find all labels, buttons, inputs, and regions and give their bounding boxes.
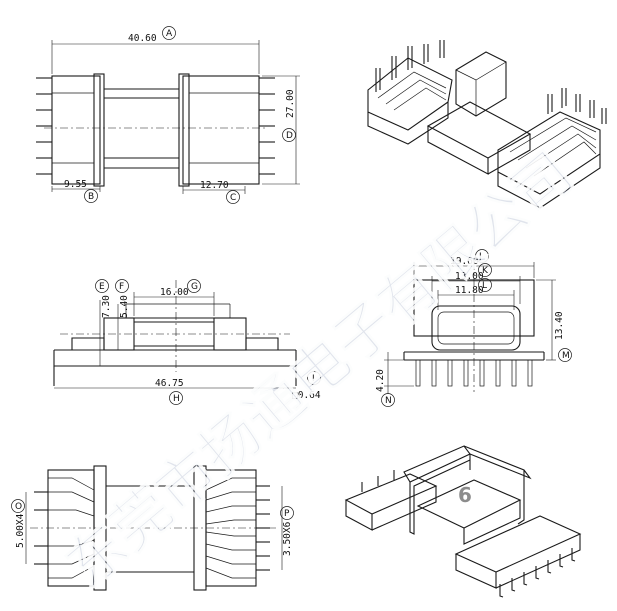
label-k: K — [482, 266, 489, 276]
dim-p-value: 3.50X6 — [282, 521, 293, 556]
dim-g-value: 16.00 — [160, 287, 189, 298]
label-l: L — [482, 281, 487, 291]
end-window — [431, 305, 521, 351]
label-c: C — [230, 193, 236, 203]
top-view: 40.60 A 27.00 D 9.55 B 12.70 C — [36, 26, 300, 204]
label-i: I — [312, 374, 315, 384]
right-wall — [178, 73, 190, 187]
dim-k-value: 13.00 — [455, 271, 484, 282]
dim-c-value: 12.70 — [200, 180, 229, 191]
dim-o-value: 5.00X4 — [15, 513, 26, 548]
label-p: P — [284, 509, 290, 519]
label-b: B — [88, 192, 94, 202]
label-g: G — [191, 282, 198, 292]
end-view: 19.60 J 13.00 K 11.80 L 13.40 M 4.20 N — [375, 249, 572, 407]
iso-right-pins — [499, 548, 576, 598]
label-o: O — [15, 502, 22, 512]
dim-l-value: 11.80 — [455, 285, 484, 296]
label-e: E — [99, 282, 105, 292]
dim-n-value: 4.20 — [375, 369, 386, 392]
label-m: M — [562, 351, 570, 361]
dim-i-value: □0.64 — [292, 390, 321, 401]
label-j: J — [478, 252, 482, 262]
isometric-view-top — [367, 40, 607, 209]
bottom-view: 5.00X4 O 3.50X6 P — [11, 465, 294, 591]
isometric-view-bottom — [344, 445, 582, 598]
right-traces — [205, 477, 270, 579]
label-h: H — [173, 394, 180, 404]
right-pins — [259, 77, 275, 175]
dim-j-value: 19.60 — [450, 256, 479, 267]
end-pins — [415, 359, 533, 387]
left-wall — [93, 73, 105, 187]
label-a: A — [166, 29, 173, 39]
right-flange — [182, 75, 260, 185]
dim-d-value: 27.00 — [285, 89, 296, 118]
side-view: 7.30 E 5.40 F 16.00 G 46.75 H □0.64 I — [53, 279, 321, 405]
label-n: N — [385, 396, 392, 406]
dim-h-value: 46.75 — [155, 378, 184, 389]
label-d: D — [286, 131, 293, 141]
left-traces — [34, 477, 95, 579]
dim-a-value: 40.60 — [128, 33, 157, 44]
label-f: F — [119, 282, 124, 292]
dim-b-value: 9.55 — [64, 179, 87, 190]
left-pins — [36, 77, 52, 175]
dim-m-value: 13.40 — [554, 311, 565, 340]
dim-f-value: 5.40 — [119, 295, 130, 318]
page-badge: 6 — [458, 483, 472, 507]
dim-e-value: 7.30 — [101, 295, 112, 318]
left-flange — [51, 75, 101, 185]
